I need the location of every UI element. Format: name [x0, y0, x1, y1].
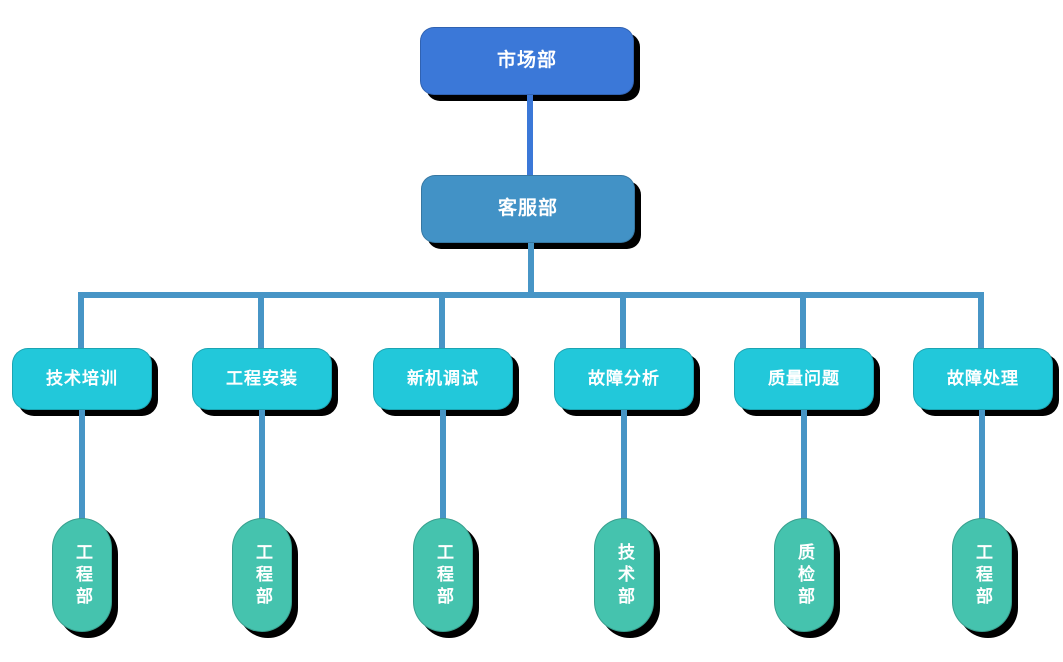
node-level3-engineering-installation[interactable]: 工程安装	[192, 348, 332, 410]
connector-level3-to-level4-1	[79, 410, 85, 520]
node-level4-engineering-dept-1[interactable]: 工程部	[52, 518, 112, 632]
node-level3-fault-analysis[interactable]: 故障分析	[554, 348, 694, 410]
node-level2-customer-service[interactable]: 客服部	[421, 175, 635, 243]
connector-horizontal-bus	[78, 292, 984, 298]
connector-level3-to-level4-2	[259, 410, 265, 520]
connector-level3-to-level4-5	[801, 410, 807, 520]
node-level3-technical-training[interactable]: 技术培训	[12, 348, 152, 410]
connector-bus-drop-3	[439, 292, 445, 350]
node-level4-engineering-dept-2[interactable]: 工程部	[232, 518, 292, 632]
node-level3-new-machine-debugging[interactable]: 新机调试	[373, 348, 513, 410]
connector-level1-to-level2	[527, 95, 533, 175]
connector-level3-to-level4-3	[440, 410, 446, 520]
node-level1-marketing[interactable]: 市场部	[420, 27, 634, 95]
connector-bus-drop-5	[800, 292, 806, 350]
connector-level3-to-level4-6	[979, 410, 985, 520]
connector-bus-drop-2	[258, 292, 264, 350]
node-level3-quality-issues[interactable]: 质量问题	[734, 348, 874, 410]
node-level4-quality-inspection-dept[interactable]: 质检部	[774, 518, 834, 632]
connector-bus-drop-6	[978, 292, 984, 350]
connector-level2-to-bus	[528, 243, 534, 295]
connector-bus-drop-4	[620, 292, 626, 350]
node-level4-engineering-dept-4[interactable]: 工程部	[952, 518, 1012, 632]
connector-level3-to-level4-4	[621, 410, 627, 520]
node-level3-fault-handling[interactable]: 故障处理	[913, 348, 1053, 410]
node-level4-technical-dept[interactable]: 技术部	[594, 518, 654, 632]
node-level4-engineering-dept-3[interactable]: 工程部	[413, 518, 473, 632]
connector-bus-drop-1	[78, 292, 84, 350]
